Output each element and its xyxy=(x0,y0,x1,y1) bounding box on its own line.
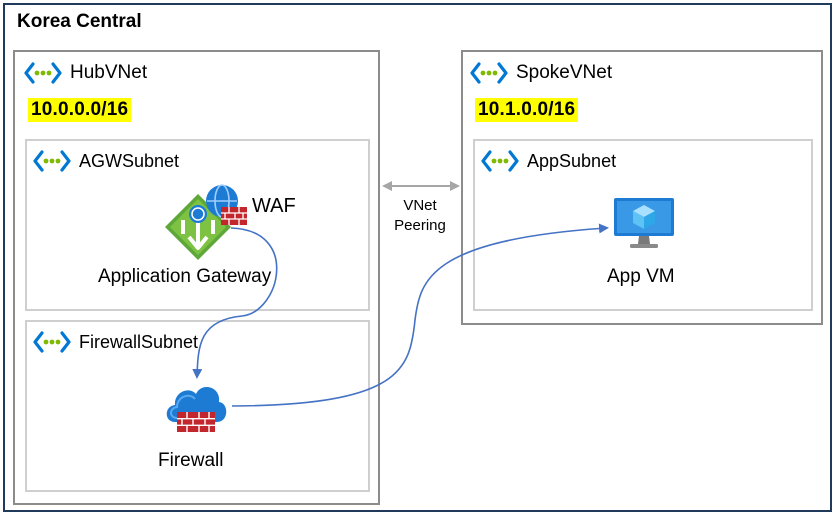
agw-subnet-name: AGWSubnet xyxy=(79,150,180,171)
agw-subnet-header: AGWSubnet xyxy=(33,149,179,173)
spoke-vnet-name: SpokeVNet xyxy=(516,62,613,83)
firewall-to-vm-flow xyxy=(231,223,609,407)
virtual-network-icon xyxy=(33,331,71,353)
virtual-network-icon xyxy=(24,62,62,84)
virtual-network-icon xyxy=(481,150,519,172)
spoke-cidr: 10.1.0.0/16 xyxy=(475,98,579,122)
virtual-network-icon xyxy=(33,150,71,172)
app-subnet-name: AppSubnet xyxy=(527,150,617,171)
region-title: Korea Central xyxy=(17,11,142,32)
app-subnet-header: AppSubnet xyxy=(481,149,616,173)
firewall-label: Firewall xyxy=(158,450,224,471)
vnet-peering-label: VNet Peering xyxy=(380,196,460,236)
waf-label: WAF xyxy=(252,195,296,217)
agw-subnet xyxy=(25,139,370,311)
virtual-network-icon xyxy=(470,62,508,84)
spoke-vnet-header: SpokeVNet xyxy=(470,61,612,85)
application-gateway-label: Application Gateway xyxy=(98,266,272,287)
firewall-subnet-name: FirewallSubnet xyxy=(79,331,199,352)
app-vm-label: App VM xyxy=(607,266,675,287)
gateway-to-firewall-flow xyxy=(192,227,278,379)
firewall-icon xyxy=(166,387,227,432)
hub-vnet-header: HubVNet xyxy=(24,61,147,85)
hub-cidr: 10.0.0.0/16 xyxy=(28,98,132,122)
hub-vnet-name: HubVNet xyxy=(70,62,148,83)
region-korea-central: Korea Central xyxy=(3,3,832,512)
vnet-peering-line2: Peering xyxy=(394,217,446,234)
virtual-machine-icon xyxy=(614,198,674,248)
web-application-firewall-icon xyxy=(206,184,247,225)
vnet-peering-line1: VNet xyxy=(403,197,437,214)
firewall-subnet-header: FirewallSubnet xyxy=(33,330,198,354)
